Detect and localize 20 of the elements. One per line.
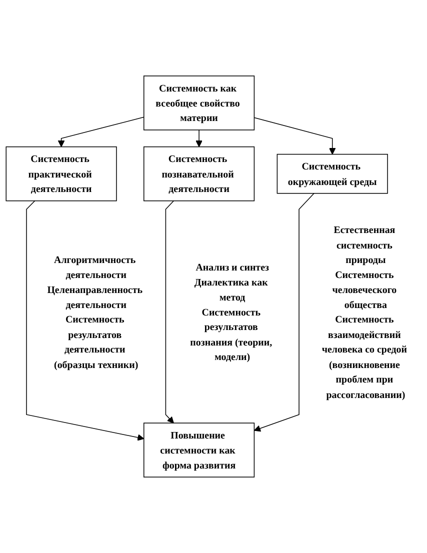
node-box: Системность практической деятельности xyxy=(6,146,117,202)
arrow xyxy=(254,117,336,155)
node-label: Системность человеческого общества xyxy=(332,268,397,310)
node-box: Системность окружающей среды xyxy=(276,154,388,194)
node-label: Диалектика как метод xyxy=(194,276,268,303)
arrow xyxy=(196,130,202,148)
node-label: Системность результатов деятельности (образцы техники) xyxy=(54,313,138,370)
node-label: Анализ и синтез xyxy=(196,261,270,273)
arrow xyxy=(165,200,174,424)
node-label: Системность взаимодействий человека со средой (возникновение проблем при рассогласовании) xyxy=(322,313,408,400)
node-label: Целенаправленность деятельности xyxy=(47,284,143,310)
arrow xyxy=(26,200,144,441)
node-box: Системность как всеобщее свойство материи xyxy=(143,76,255,130)
node-box: Системность познавательной деятельности xyxy=(143,146,255,202)
arrow xyxy=(58,116,144,148)
node-label: Алгоритмичность деятельности xyxy=(54,254,136,280)
node-box: Повышение системности как форма развития xyxy=(143,422,255,478)
node-label: Системность результатов познания (теории, модели) xyxy=(190,306,272,362)
node-label: Естественная системность природы xyxy=(334,224,396,266)
arrow xyxy=(254,192,314,432)
